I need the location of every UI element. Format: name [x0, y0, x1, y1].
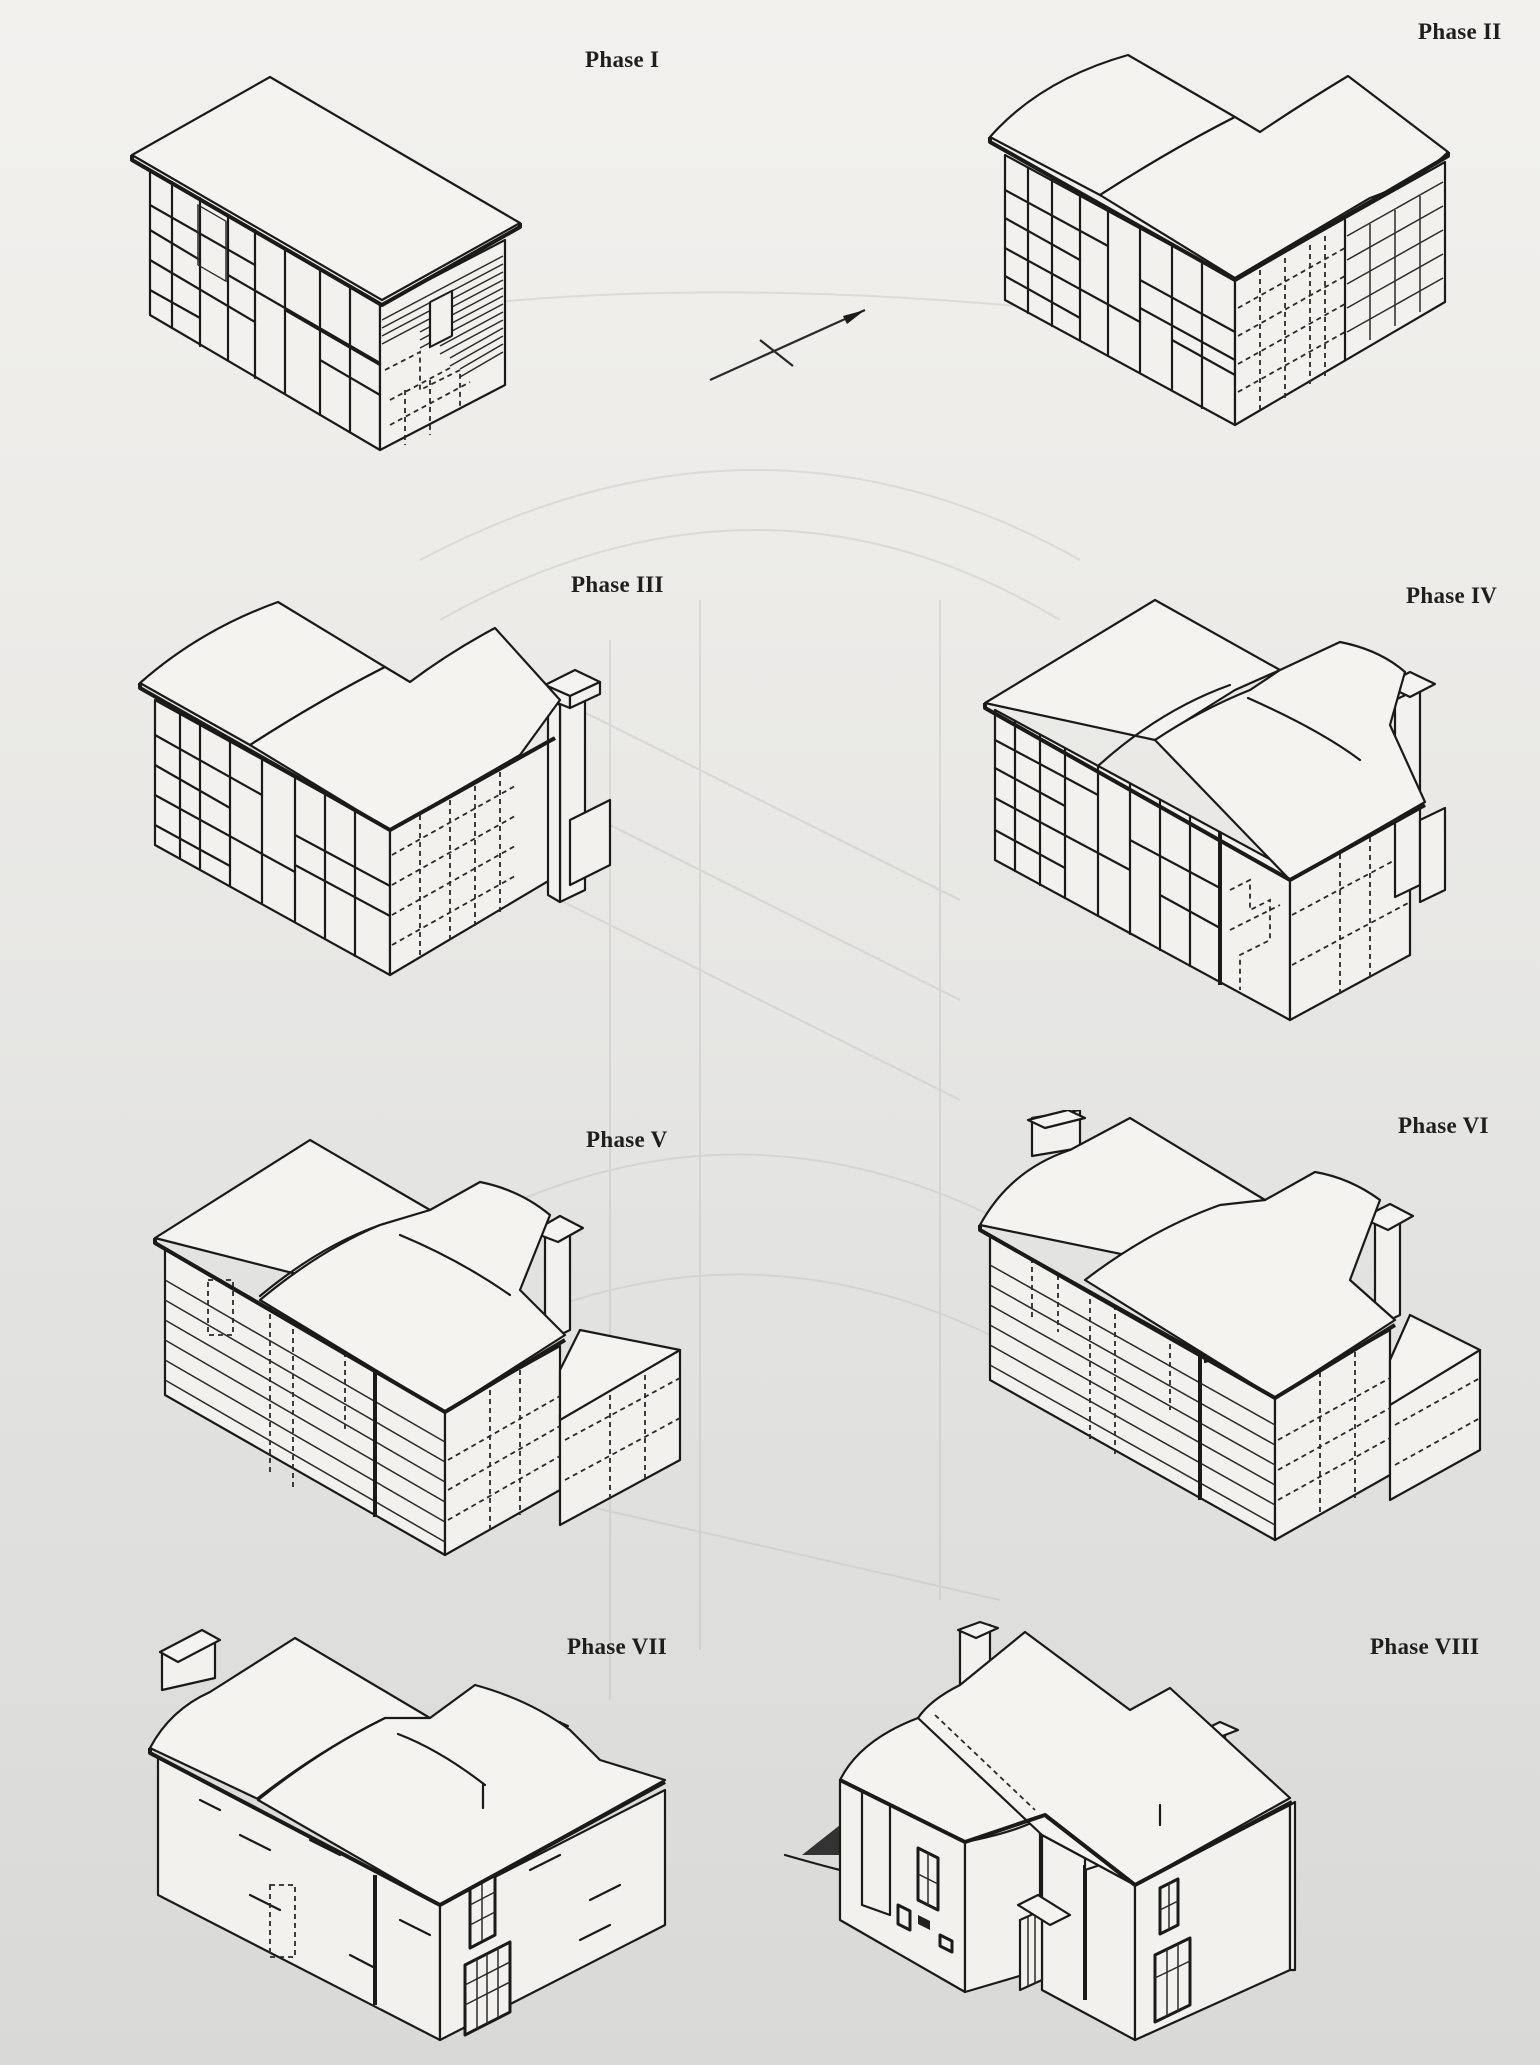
french-door — [463, 1940, 512, 2037]
phase-8-drawing — [783, 1620, 1297, 2042]
french-door — [1153, 1936, 1192, 2024]
porch — [1016, 1893, 1072, 1992]
phase-3-label: Phase III — [571, 572, 664, 597]
phase-7-drawing — [148, 1628, 667, 2042]
phase-5-drawing — [153, 1138, 682, 1557]
phase-3-drawing — [138, 600, 612, 977]
phase-4-drawing — [983, 598, 1447, 1022]
phase-6-drawing — [978, 1110, 1482, 1542]
phase-7-label: Phase VII — [567, 1634, 668, 1659]
phase-5-label: Phase V — [586, 1127, 668, 1152]
phase-2-label: Phase II — [1418, 19, 1502, 44]
north-arrow-icon — [709, 308, 866, 382]
sash-window — [1158, 1877, 1180, 1936]
phase-6-label: Phase VI — [1398, 1113, 1489, 1138]
phase-1-drawing — [130, 75, 522, 452]
phase-2-drawing — [988, 53, 1450, 427]
sash-window — [916, 1846, 940, 1912]
phase-8-label: Phase VIII — [1370, 1634, 1480, 1659]
phase-1-label: Phase I — [585, 47, 660, 72]
phase-4-label: Phase IV — [1406, 583, 1498, 608]
